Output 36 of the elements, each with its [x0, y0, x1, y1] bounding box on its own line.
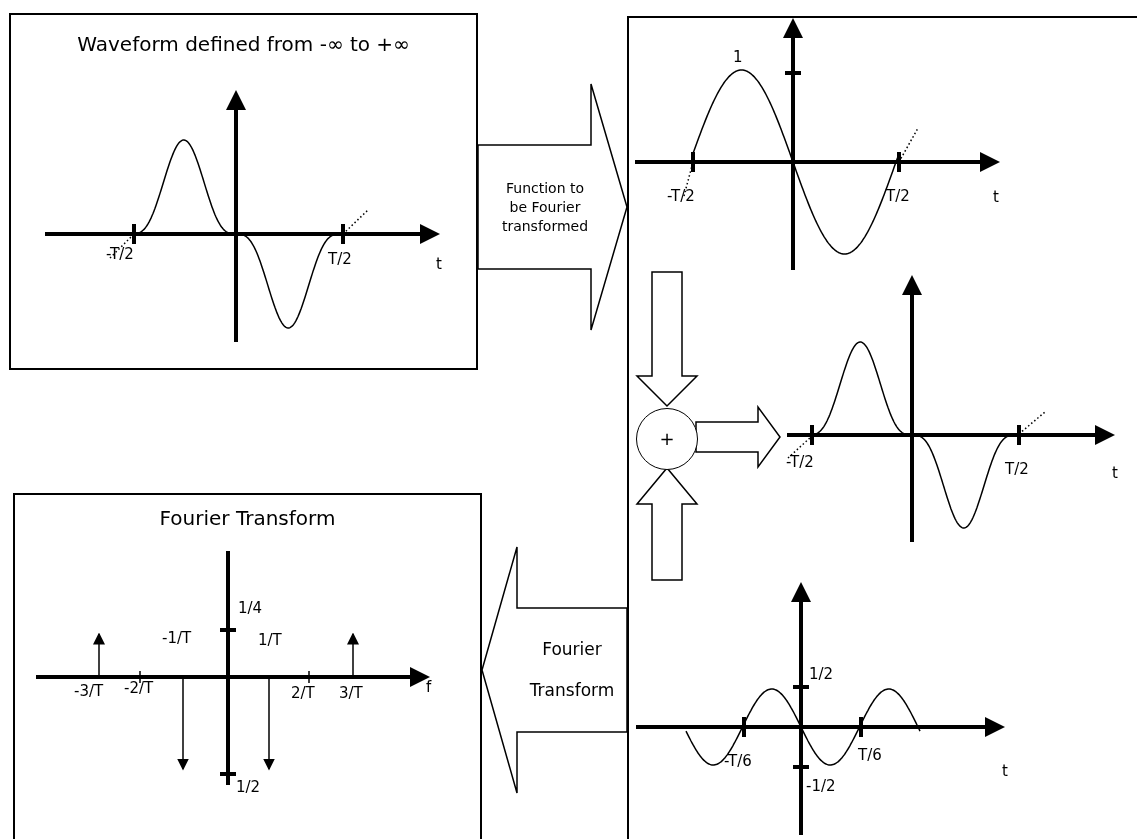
tick-label: T/2 [886, 189, 910, 204]
tick-label: 1/T [258, 633, 282, 648]
axis-label: f [426, 680, 432, 695]
panel-title: Fourier Transform [159, 507, 336, 529]
tick-label: T/6 [858, 748, 882, 763]
tick-label: 1/4 [238, 601, 263, 616]
tick-label: -T/2 [667, 189, 695, 204]
block-arrow [695, 404, 781, 470]
edge-label: Fourier Transform [528, 638, 616, 702]
panel-title: Waveform defined from -∞ to +∞ [77, 33, 410, 55]
tick-label: -2/T [124, 681, 154, 696]
panel-box [13, 493, 482, 839]
tick-label: 1 [733, 50, 743, 65]
axis-label: t [1112, 466, 1118, 481]
block-arrow [477, 83, 628, 331]
plus-sign: + [659, 429, 675, 449]
edge-label: Function to be Fourier transformed [500, 178, 590, 236]
tick-label: -T/6 [724, 754, 752, 769]
tick-label: -1/2 [806, 779, 836, 794]
block-arrow [635, 271, 699, 408]
tick-label: 1/2 [809, 667, 834, 682]
block-arrow [481, 546, 628, 794]
axis-label: t [1002, 764, 1008, 779]
panel-box [627, 16, 1137, 839]
tick-label: T/2 [328, 252, 352, 267]
axis-label: t [993, 190, 999, 205]
tick-label: -T/2 [106, 247, 134, 262]
axis-label: t [436, 257, 442, 272]
tick-label: 2/T [291, 686, 315, 701]
tick-label: -T/2 [786, 455, 814, 470]
tick-label: T/2 [1005, 462, 1029, 477]
tick-label: 1/2 [236, 780, 261, 795]
tick-label: 3/T [339, 686, 363, 701]
tick-label: -3/T [74, 684, 104, 699]
panel-box [9, 13, 478, 370]
tick-label: -1/T [162, 631, 192, 646]
